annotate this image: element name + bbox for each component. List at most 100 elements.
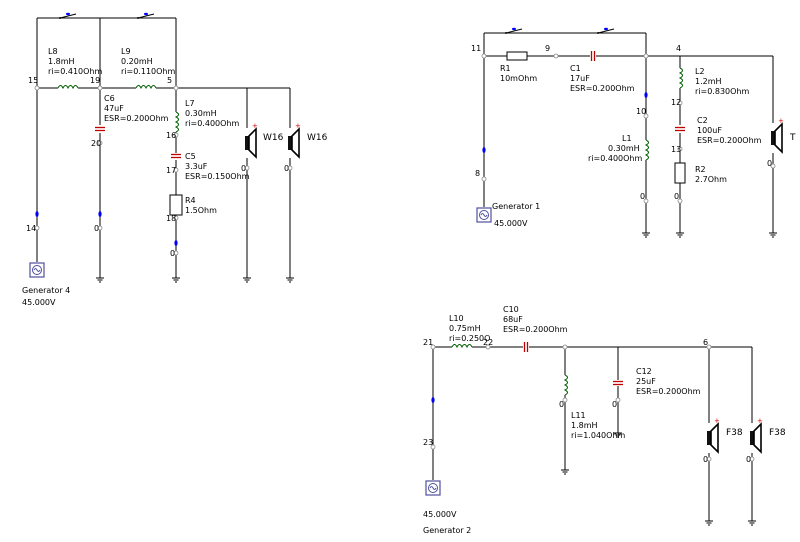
svg-text:L11: L11 (571, 411, 586, 420)
node-label: 13 (671, 145, 681, 154)
svg-text:1.8mH: 1.8mH (571, 421, 598, 430)
node-label: 22 (483, 338, 493, 347)
capacitor-c10 (523, 341, 529, 353)
node-label: 11 (471, 44, 481, 53)
svg-text:ri=0.410Ohm: ri=0.410Ohm (48, 67, 102, 76)
svg-text:1.5Ohm: 1.5Ohm (185, 206, 217, 215)
svg-text:68uF: 68uF (503, 315, 523, 324)
ground-symbols-b (641, 232, 778, 238)
inductor-l11 (564, 374, 568, 396)
node-label: 23 (423, 438, 433, 447)
svg-text:3.3uF: 3.3uF (185, 162, 208, 171)
generator-voltage: 45.000V (22, 298, 56, 307)
generator-name: Generator 2 (423, 526, 471, 535)
node-label: 6 (703, 338, 708, 347)
markers-a (35, 211, 178, 246)
markers-c (431, 397, 435, 403)
node-label: 12 (671, 98, 681, 107)
node-label: 0 (170, 249, 175, 258)
node-label: 9 (545, 44, 550, 53)
node-label: 16 (166, 131, 176, 140)
svg-text:L9: L9 (121, 47, 131, 56)
svg-text:0.30mH: 0.30mH (608, 144, 640, 153)
capacitor-c6 (94, 126, 106, 132)
generator-voltage: 45.000V (494, 219, 528, 228)
generator-c (425, 480, 441, 496)
capacitor-c12 (612, 380, 624, 386)
node-dots-a (34, 85, 293, 256)
generator-b (476, 207, 492, 223)
svg-text:C1: C1 (570, 64, 581, 73)
speaker-label: W16 (307, 133, 328, 143)
node-label: 17 (166, 166, 176, 175)
capacitor-c5 (170, 153, 182, 159)
speaker-label: F38 (769, 428, 786, 438)
svg-text:0.30mH: 0.30mH (185, 109, 217, 118)
labels-a: 15 19 5 20 16 17 18 14 0 0 0 0 L8 1.8mH … (22, 47, 328, 307)
ground-symbols-c (560, 432, 757, 526)
svg-text:ri=0.250O: ri=0.250O (449, 334, 490, 343)
circuit-a (36, 17, 291, 278)
svg-text:10mOhm: 10mOhm (500, 74, 537, 83)
svg-text:C5: C5 (185, 152, 196, 161)
svg-text:C2: C2 (697, 116, 708, 125)
labels-c: 21 22 6 23 0 0 0 0 L10 0.75mH ri=0.250O … (423, 305, 786, 535)
svg-text:L1: L1 (622, 134, 632, 143)
generator-a (29, 262, 45, 278)
inductor-l8 (57, 85, 79, 89)
svg-text:L7: L7 (185, 99, 195, 108)
svg-text:47uF: 47uF (104, 104, 124, 113)
svg-text:C6: C6 (104, 94, 115, 103)
node-label: 0 (674, 192, 679, 201)
ground-symbols-a (95, 277, 295, 283)
svg-text:ri=0.830Ohm: ri=0.830Ohm (695, 87, 749, 96)
node-label: 0 (746, 455, 751, 464)
svg-text:ESR=0.200Ohm: ESR=0.200Ohm (697, 136, 762, 145)
svg-text:1.8mH: 1.8mH (48, 57, 75, 66)
node-label: 8 (475, 169, 480, 178)
inductor-l10 (451, 344, 473, 348)
inductor-l9 (135, 85, 157, 89)
node-label: 10 (636, 107, 646, 116)
node-label: 14 (26, 224, 36, 233)
node-label: 0 (767, 159, 772, 168)
generator-name: Generator 1 (492, 202, 540, 211)
capacitor-c2 (674, 126, 686, 132)
svg-text:ri=0.110Ohm: ri=0.110Ohm (121, 67, 175, 76)
inductor-l7 (175, 111, 179, 133)
speaker-label: F38 (726, 428, 743, 438)
node-label: 0 (284, 164, 289, 173)
svg-text:2.7Ohm: 2.7Ohm (695, 175, 727, 184)
node-label: 19 (90, 76, 100, 85)
node-label: 20 (91, 139, 101, 148)
node-label: 21 (423, 338, 433, 347)
svg-text:25uF: 25uF (636, 377, 656, 386)
svg-text:ri=0.400Ohm: ri=0.400Ohm (185, 119, 239, 128)
svg-text:ESR=0.200Ohm: ESR=0.200Ohm (636, 387, 701, 396)
node-dots-c (430, 344, 755, 462)
svg-text:L2: L2 (695, 67, 705, 76)
svg-text:R1: R1 (500, 64, 511, 73)
generator-name: Generator 4 (22, 286, 70, 295)
node-label: 18 (166, 214, 176, 223)
svg-text:R2: R2 (695, 165, 706, 174)
svg-text:ESR=0.200Ohm: ESR=0.200Ohm (104, 114, 169, 123)
inductor-l2 (679, 67, 683, 89)
node-label: 0 (94, 224, 99, 233)
inductor-l1 (645, 139, 649, 161)
labels-b: 11 9 4 8 10 12 13 0 0 0 R1 10mOhm C1 17u… (471, 44, 796, 228)
node-label: 0 (703, 455, 708, 464)
svg-text:ri=0.400Ohm: ri=0.400Ohm (588, 154, 642, 163)
node-label: 0 (612, 400, 617, 409)
node-label: 0 (241, 164, 246, 173)
generator-voltage: 45.000V (423, 510, 457, 519)
svg-text:0.75mH: 0.75mH (449, 324, 481, 333)
svg-text:100uF: 100uF (697, 126, 722, 135)
svg-text:ESR=0.200Ohm: ESR=0.200Ohm (570, 84, 635, 93)
node-label: 0 (640, 192, 645, 201)
capacitor-c1 (590, 50, 596, 62)
svg-text:ri=1.040Ohm: ri=1.040Ohm (571, 431, 625, 440)
svg-text:C12: C12 (636, 367, 652, 376)
svg-text:17uF: 17uF (570, 74, 590, 83)
